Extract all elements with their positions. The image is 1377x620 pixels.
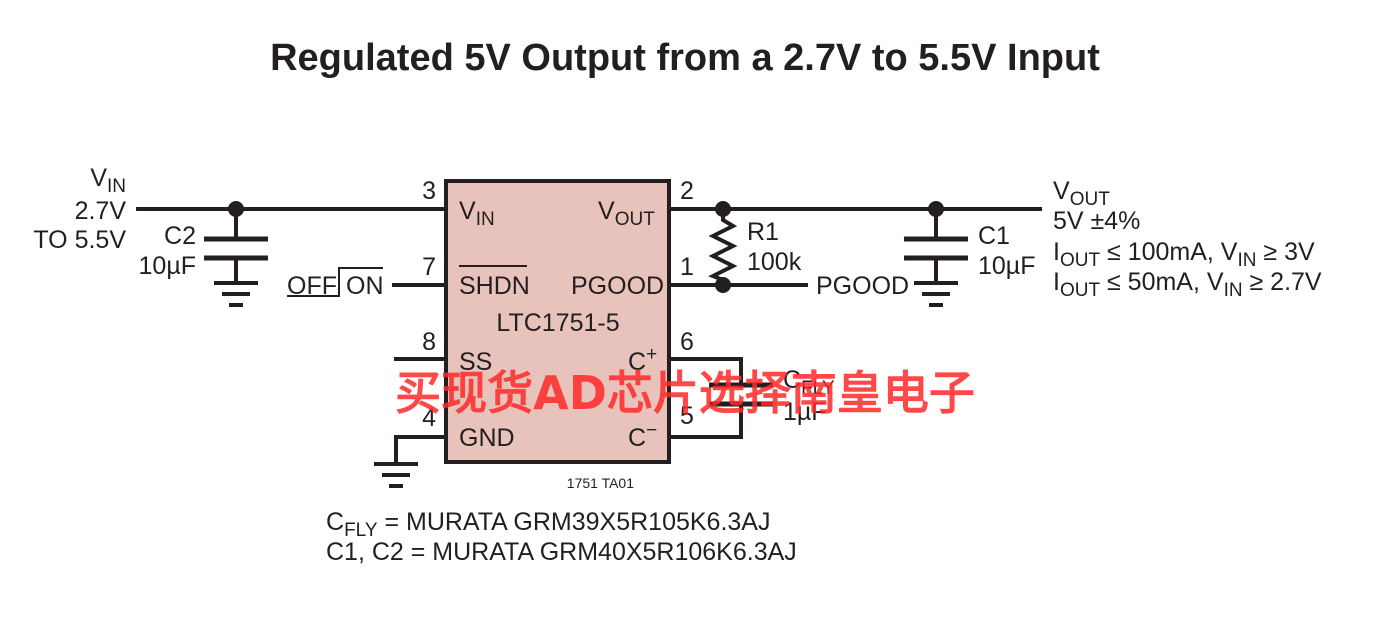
c1-value: 10µF <box>978 252 1035 280</box>
pin-shdn-label: SHDN <box>459 272 530 300</box>
pin-6-number: 6 <box>680 328 694 356</box>
pin-7-number: 7 <box>422 253 436 281</box>
vin-label: VIN <box>90 164 126 197</box>
c2-value: 10µF <box>139 252 196 280</box>
c1-capacitor <box>904 209 968 283</box>
ic-body <box>444 179 671 464</box>
cfly-name: CFLY <box>783 366 835 399</box>
ic-part-number: LTC1751-5 <box>496 309 619 337</box>
off-on-step-icon <box>287 267 383 297</box>
note-c1-c2: C1, C2 = MURATA GRM40X5R106K6.3AJ <box>326 538 797 566</box>
vout-label: VOUT <box>1053 177 1110 210</box>
iout-spec-2: IOUT ≤ 50mA, VIN ≥ 2.7V <box>1053 268 1322 301</box>
shdn-on-label: ON <box>346 272 384 300</box>
r1-resistor <box>708 209 738 285</box>
vin-range-min: 2.7V <box>75 197 127 225</box>
diagram-title: Regulated 5V Output from a 2.7V to 5.5V … <box>270 37 1100 79</box>
vin-net <box>136 201 446 217</box>
r1-name: R1 <box>747 218 779 246</box>
gnd-wire <box>394 435 446 464</box>
cfly-value: 1µF <box>783 398 827 426</box>
pin-cminus-label: C− <box>628 420 657 452</box>
figure-id: 1751 TA01 <box>567 475 634 491</box>
watermark-text: 买现货AD芯片选择南皇电子 <box>395 366 975 420</box>
pin-vout-label: VOUT <box>598 197 655 230</box>
pin-4-number: 4 <box>422 404 436 432</box>
cfly-capacitor <box>669 357 773 439</box>
junction-dot <box>715 277 731 293</box>
iout-spec-1: IOUT ≤ 100mA, VIN ≥ 3V <box>1053 238 1315 271</box>
note-cfly: CFLY = MURATA GRM39X5R105K6.3AJ <box>326 508 770 541</box>
pin-2-number: 2 <box>680 177 694 205</box>
r1-value: 100k <box>747 248 802 276</box>
c2-name: C2 <box>164 222 196 250</box>
pin-3-number: 3 <box>422 177 436 205</box>
pin-8-number: 8 <box>422 328 436 356</box>
ic-ground-icon <box>374 462 418 488</box>
pin-vin-label: VIN <box>459 197 495 230</box>
c2-ground-icon <box>214 281 258 307</box>
pin-pgood-label: PGOOD <box>571 272 664 300</box>
pgood-net-label: PGOOD <box>816 272 909 300</box>
pin-gnd-label: GND <box>459 424 515 452</box>
c1-name: C1 <box>978 222 1010 250</box>
pin-ss-label: SS <box>459 348 492 376</box>
vin-range-max: TO 5.5V <box>33 226 126 254</box>
pin-5-number: 5 <box>680 402 694 430</box>
c1-ground-icon <box>914 281 958 307</box>
pin-1-number: 1 <box>680 253 694 281</box>
pin-cplus-label: C+ <box>628 344 657 376</box>
vout-spec: 5V ±4% <box>1053 207 1140 235</box>
c2-capacitor <box>204 209 268 283</box>
